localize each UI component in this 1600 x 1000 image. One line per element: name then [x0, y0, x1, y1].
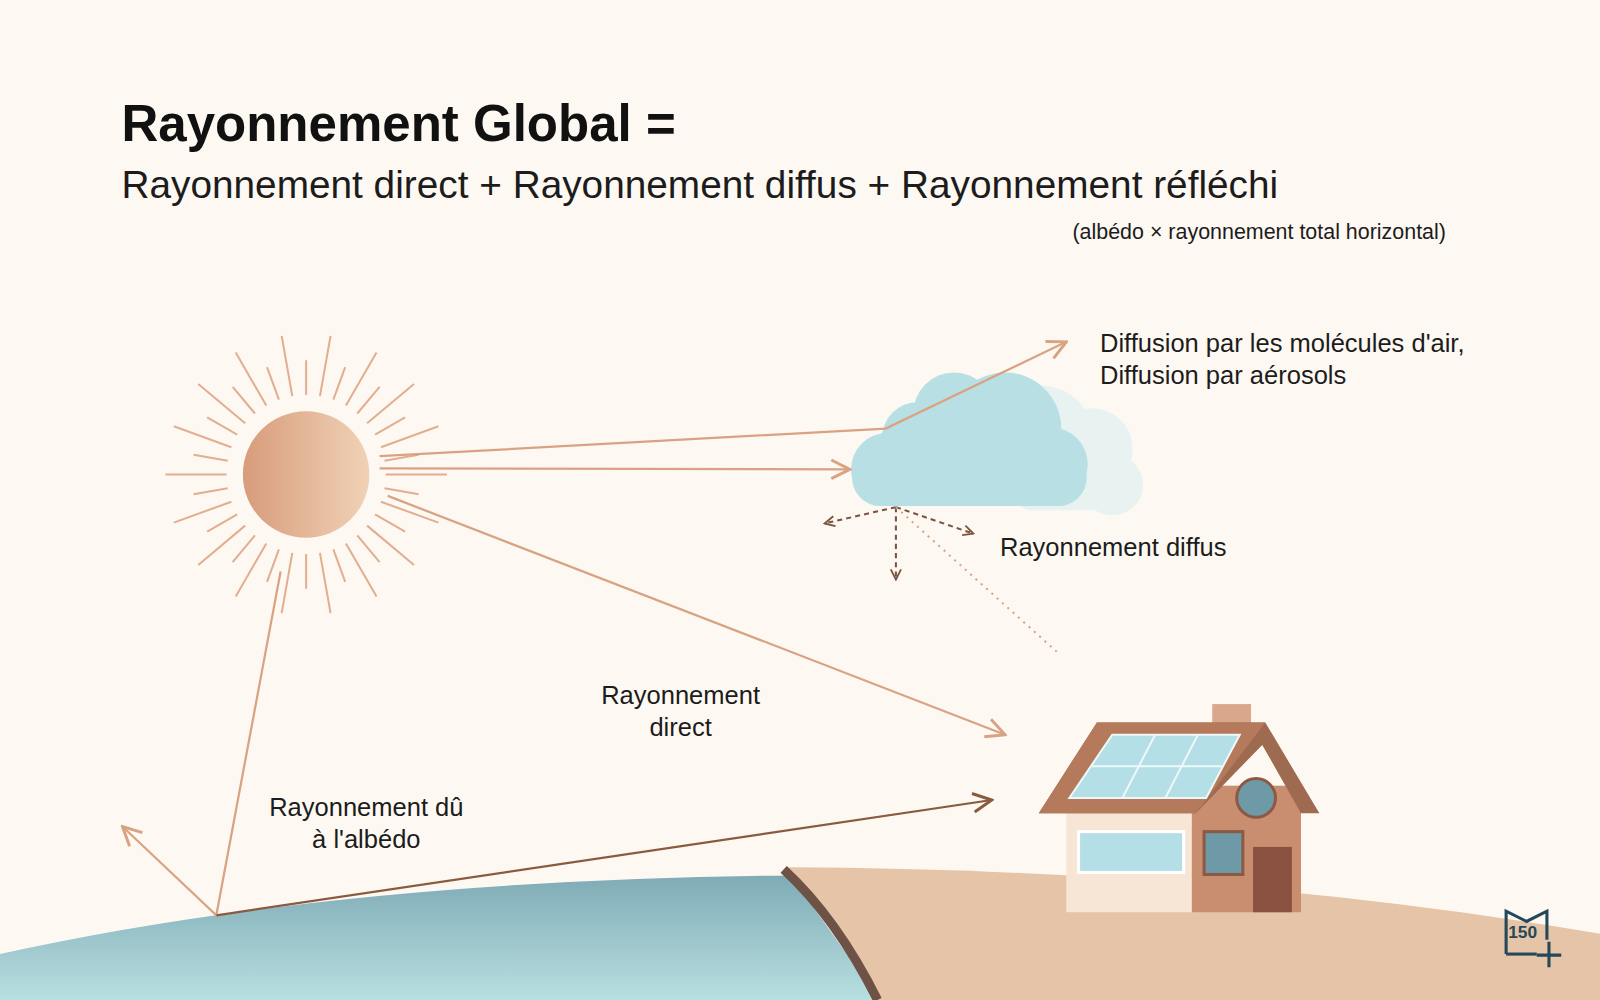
- sun-ray: [333, 367, 345, 400]
- cloud: [851, 372, 1143, 515]
- sun-ray: [367, 526, 414, 565]
- sun-ray: [381, 426, 439, 447]
- sun-ray: [305, 554, 307, 589]
- house: [1039, 704, 1320, 912]
- water: [0, 876, 880, 1000]
- sun-ray: [375, 514, 405, 531]
- sun-ray: [194, 455, 228, 461]
- sun-ray: [236, 353, 267, 406]
- sun-ray: [233, 387, 255, 414]
- sun-ray: [346, 543, 377, 596]
- equation-note: (albédo × rayonnement total horizontal): [1072, 218, 1445, 244]
- sun-ray: [320, 553, 331, 613]
- sun-ray: [375, 417, 405, 434]
- sun-ray: [174, 502, 232, 523]
- sun-ray: [207, 417, 237, 434]
- direct-label: Rayonnement direct: [579, 680, 783, 743]
- sun: [243, 411, 370, 538]
- sun-ray: [165, 473, 226, 475]
- equation: Rayonnement direct + Rayonnement diffus …: [121, 161, 1278, 208]
- title: Rayonnement Global =: [121, 94, 675, 153]
- sun-ray: [386, 473, 447, 475]
- sun-ray: [357, 535, 379, 562]
- diffuse-label: Rayonnement diffus: [1000, 532, 1226, 563]
- logo-number: 150: [1508, 922, 1537, 942]
- sun-ray: [282, 553, 293, 613]
- sun-ray: [267, 367, 279, 400]
- sun-ray: [282, 336, 293, 396]
- logo: [1506, 911, 1561, 967]
- radiation-arrows: [122, 342, 1066, 915]
- albedo-label: Rayonnement dû à l'albédo: [264, 792, 468, 855]
- sun-ray: [320, 336, 331, 396]
- scattering-note: Diffusion par les molécules d'air, Diffu…: [1100, 328, 1529, 391]
- sun-ray: [367, 384, 414, 423]
- sun-ray: [174, 426, 232, 447]
- diffuse-arrows: [824, 507, 973, 579]
- sun-ray: [333, 549, 345, 582]
- sun-ray: [305, 360, 307, 395]
- sun-rays: [165, 336, 447, 613]
- dotted-ray: [896, 507, 1058, 653]
- sun-ray: [233, 535, 255, 562]
- shore: [784, 869, 878, 1000]
- sun-ray: [198, 526, 245, 565]
- sun-ray: [267, 549, 279, 582]
- sun-ray: [198, 384, 245, 423]
- sun-ray: [194, 488, 228, 494]
- sun-ray: [385, 488, 419, 494]
- sun-ray: [357, 387, 379, 414]
- sun-ray: [207, 514, 237, 531]
